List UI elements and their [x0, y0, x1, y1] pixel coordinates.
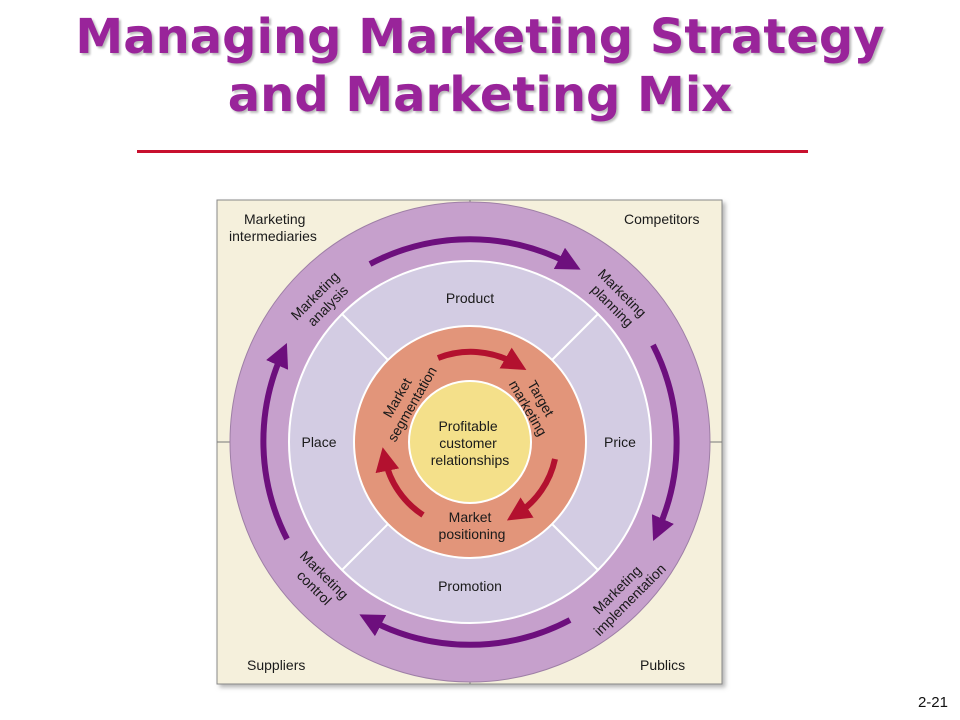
- label-marketing-intermediaries-line-1: Marketing: [244, 211, 305, 227]
- label-marketing-intermediaries: Marketing intermediaries: [229, 211, 317, 244]
- label-market-positioning-line-1: Market: [449, 509, 492, 525]
- label-marketing-intermediaries-line-2: intermediaries: [229, 228, 317, 244]
- slide-number: 2-21: [917, 694, 948, 711]
- label-market-positioning-line-2: positioning: [439, 526, 506, 542]
- mix-divider-top-right: [550, 313, 599, 362]
- slide-title-line-2: and Marketing Mix: [227, 67, 733, 123]
- label-competitors: Competitors: [624, 211, 699, 227]
- label-profitable-customer-relationships: Profitable customer relationships: [431, 418, 510, 468]
- slide-title: Managing Marketing Strategy and Marketin…: [0, 8, 960, 124]
- arrow-implementation-to-control: [359, 614, 572, 648]
- mix-divider-bottom-right: [550, 522, 599, 571]
- label-product: Product: [446, 290, 494, 306]
- center-line-2: customer: [439, 435, 497, 451]
- label-price: Price: [604, 434, 636, 450]
- arrow-control-to-analysis: [260, 343, 290, 541]
- arrow-targeting-to-positioning: [506, 458, 558, 521]
- label-place: Place: [301, 434, 336, 450]
- label-publics: Publics: [640, 657, 685, 673]
- mix-divider-top-left: [341, 313, 390, 362]
- center-line-1: Profitable: [438, 418, 497, 434]
- center-line-3: relationships: [431, 452, 510, 468]
- label-suppliers: Suppliers: [247, 657, 305, 673]
- arrow-segmentation-to-targeting: [436, 347, 527, 371]
- arrow-positioning-to-segmentation: [375, 447, 425, 518]
- label-market-positioning: Market positioning: [439, 509, 506, 542]
- slide-title-line-1: Managing Marketing Strategy: [75, 9, 885, 65]
- arrow-analysis-to-planning: [368, 236, 581, 270]
- arrow-planning-to-implementation: [650, 343, 680, 541]
- customer-relationships-core: [408, 380, 532, 504]
- title-underline: [137, 150, 808, 153]
- mix-divider-bottom-left: [341, 522, 390, 571]
- label-promotion: Promotion: [438, 578, 502, 594]
